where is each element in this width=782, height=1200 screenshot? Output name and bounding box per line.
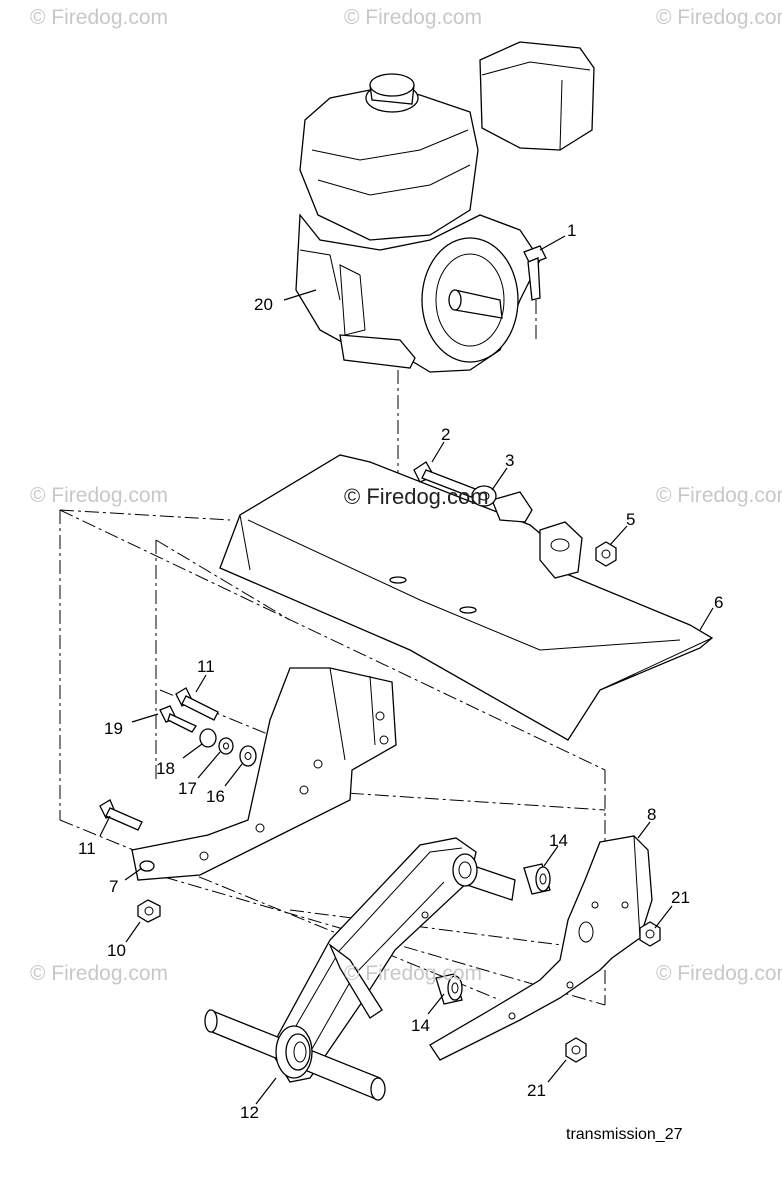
watermark-text: © Firedog.com: [656, 962, 782, 985]
right-bracket-part: [429, 835, 653, 1061]
callout-label: 11: [197, 657, 215, 676]
watermark-text: © Firedog.com: [30, 6, 169, 29]
watermark-text: © Firedog.com: [656, 6, 782, 29]
callout-label: 12: [240, 1103, 259, 1122]
callout-label: 20: [254, 295, 273, 314]
callout-label: 21: [527, 1081, 546, 1100]
watermark-text: © Firedog.com: [344, 484, 489, 509]
callout-label: 14: [549, 831, 568, 850]
transmission-part: [204, 837, 516, 1101]
watermark-text: © Firedog.com: [344, 962, 483, 985]
washer-16-part: [239, 745, 257, 767]
callout-label: 16: [206, 787, 225, 806]
engine-part: [295, 41, 595, 580]
spacer-14-upper-part: [523, 863, 551, 895]
nut-5-part: [595, 541, 617, 567]
tine-shield-part: [219, 454, 714, 741]
callout-label: 21: [671, 888, 690, 907]
callout-label: 10: [107, 941, 126, 960]
callout-label: 7: [109, 877, 118, 896]
bolt-19-part: [159, 705, 197, 733]
washer-3-part: [471, 485, 497, 507]
callout-label: 8: [647, 805, 656, 824]
callout-label: 14: [411, 1016, 430, 1035]
bolt-11-lower-part: [99, 799, 143, 831]
leader-lines: [99, 235, 714, 1105]
nut-10-part: [137, 899, 161, 923]
watermark-text: © Firedog.com: [656, 484, 782, 507]
nut-21-lower-part: [565, 1037, 587, 1063]
washer-17-part: [218, 737, 234, 755]
callout-label: 3: [505, 451, 514, 470]
watermark-text: © Firedog.com: [30, 962, 169, 985]
left-bracket-part: [131, 667, 397, 881]
callout-label: 17: [178, 779, 197, 798]
callout-label: 18: [156, 759, 175, 778]
callout-label: 5: [626, 510, 635, 529]
callout-label: 2: [441, 425, 450, 444]
callout-labels: 1 2 3 5 6 20 11 19 18 17 16 11 7 10 8 14…: [78, 221, 723, 1122]
callout-label: 6: [714, 593, 723, 612]
watermark-text: © Firedog.com: [344, 6, 483, 29]
watermark-text: © Firedog.com: [30, 484, 169, 507]
callout-label: 11: [78, 839, 96, 858]
washer-18-part: [199, 728, 217, 748]
callout-label: 19: [104, 719, 123, 738]
bolt-1-part: [523, 245, 547, 340]
callout-label: 1: [567, 221, 576, 240]
bolt-11-upper-part: [175, 687, 219, 721]
diagram-caption: transmission_27: [566, 1126, 683, 1143]
